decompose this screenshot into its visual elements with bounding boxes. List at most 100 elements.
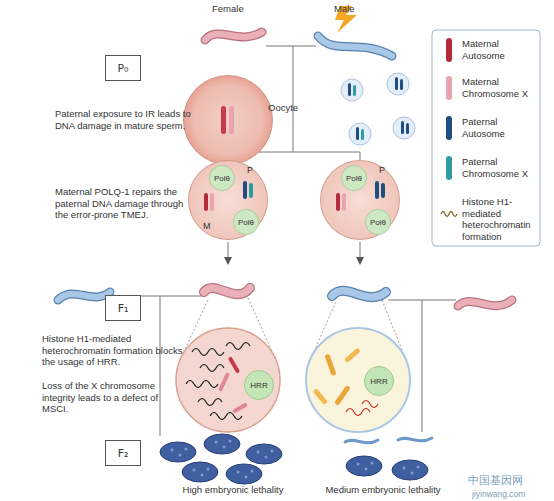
chromosome <box>344 348 361 363</box>
embryo-nuclei <box>357 462 420 475</box>
hrr-circle: HRR <box>364 366 394 396</box>
embryo <box>182 462 218 482</box>
worm-outline <box>58 292 110 300</box>
chromosome <box>353 85 356 96</box>
histone-squiggle <box>226 343 250 350</box>
outcome-label: Medium embryonic lethality <box>318 484 448 496</box>
chromosome <box>204 193 208 211</box>
chromosome <box>401 121 404 134</box>
node-text: M <box>203 221 211 231</box>
heterochromatin <box>186 343 250 420</box>
embryo <box>160 442 196 462</box>
worm-body <box>58 292 110 300</box>
mating-line <box>266 46 316 47</box>
generation-box: P₀ <box>105 55 141 81</box>
legend-swatch <box>446 116 452 140</box>
chromosome <box>334 385 351 406</box>
node-text: Polθ <box>346 174 362 183</box>
node-text: P <box>379 165 385 175</box>
germ-nucleus <box>176 328 280 432</box>
right-nucleus-chromatin <box>313 348 378 416</box>
larva <box>345 440 378 443</box>
watermark: 中国基因网 <box>468 474 552 486</box>
chromosome <box>375 181 379 199</box>
embryo-nuclei <box>171 440 274 479</box>
generation-box: F₁ <box>105 295 141 321</box>
generation-box: F₂ <box>105 440 141 466</box>
sperm-cell <box>341 79 363 101</box>
chromosome <box>324 354 336 376</box>
node-text: Oocyte <box>268 102 298 113</box>
worm-outline <box>458 300 512 306</box>
chromosome <box>229 106 234 134</box>
legend-text: Maternal Autosome <box>462 38 534 61</box>
node-text: HRR <box>370 377 387 386</box>
chromosome <box>221 106 226 134</box>
legend-icon <box>440 155 458 181</box>
descent-line <box>293 46 294 152</box>
chromosome <box>342 193 346 211</box>
legend-text: Histone H1-mediated heterochromatin form… <box>462 196 534 242</box>
f2-embryos <box>160 434 432 484</box>
embryo <box>226 464 262 484</box>
worm-body <box>204 288 250 294</box>
descent-line <box>422 300 423 432</box>
legend-swatch <box>446 76 452 100</box>
embryo <box>204 434 240 454</box>
node-text: HRR <box>250 381 267 390</box>
histone-squiggle <box>192 349 224 356</box>
legend-icon <box>440 115 458 141</box>
node-text: F₁ <box>118 302 129 315</box>
zygote-cell: PMPolθPolθ <box>188 160 268 240</box>
arrow-line <box>228 242 229 258</box>
histone-squiggle <box>362 401 378 408</box>
polq-circle: Polθ <box>233 209 259 235</box>
worm-body <box>318 36 392 56</box>
legend-icon <box>440 37 458 63</box>
embryo <box>392 460 428 480</box>
legend-icon <box>440 201 458 227</box>
male-worm <box>318 36 392 56</box>
histone-squiggle <box>200 365 224 372</box>
legend-text: Maternal Chromosome X <box>462 76 534 99</box>
female-worm <box>205 32 262 40</box>
zygote-cell: PPolθPolθ <box>320 160 400 240</box>
chromosome <box>356 127 359 140</box>
hrr-circle: HRR <box>244 370 274 400</box>
histone-squiggle <box>346 409 370 416</box>
watermark: jiyinwang.com <box>472 488 552 500</box>
arrow-line <box>360 242 361 258</box>
step-note: Paternal exposure to IR leads to DNA dam… <box>55 108 197 131</box>
embryo <box>246 444 282 464</box>
legend-text: Paternal Chromosome X <box>462 156 534 179</box>
sperm-cells <box>341 73 415 145</box>
histone-squiggle <box>186 381 218 388</box>
sperm-cell <box>349 123 371 145</box>
node-text: Polθ <box>370 218 386 227</box>
descent-line <box>360 152 361 160</box>
worm-body <box>332 291 386 297</box>
worm-outline <box>205 32 262 40</box>
oocyte-cell: Oocyte <box>183 75 273 165</box>
legend-squiggle <box>441 212 457 217</box>
chromosome <box>395 77 398 90</box>
descent-line <box>160 296 161 436</box>
step-note: Maternal POLQ-1 repairs the paternal DNA… <box>55 186 197 221</box>
chromosome <box>232 402 248 413</box>
node-text: P₀ <box>117 62 128 75</box>
histone-squiggle <box>210 413 242 420</box>
chromosome <box>228 356 240 374</box>
step-note: Loss of the X chromosome integrity leads… <box>42 380 184 415</box>
embryo <box>346 456 382 476</box>
chromosome <box>243 181 247 199</box>
step-note: Histone H1-mediated heterochromatin form… <box>42 333 184 368</box>
worm-outline <box>318 36 392 56</box>
legend-swatch <box>446 38 452 62</box>
worm-outline <box>204 288 250 294</box>
node-text: Polθ <box>214 174 230 183</box>
polq-circle: Polθ <box>341 165 367 191</box>
legend-icon <box>440 75 458 101</box>
